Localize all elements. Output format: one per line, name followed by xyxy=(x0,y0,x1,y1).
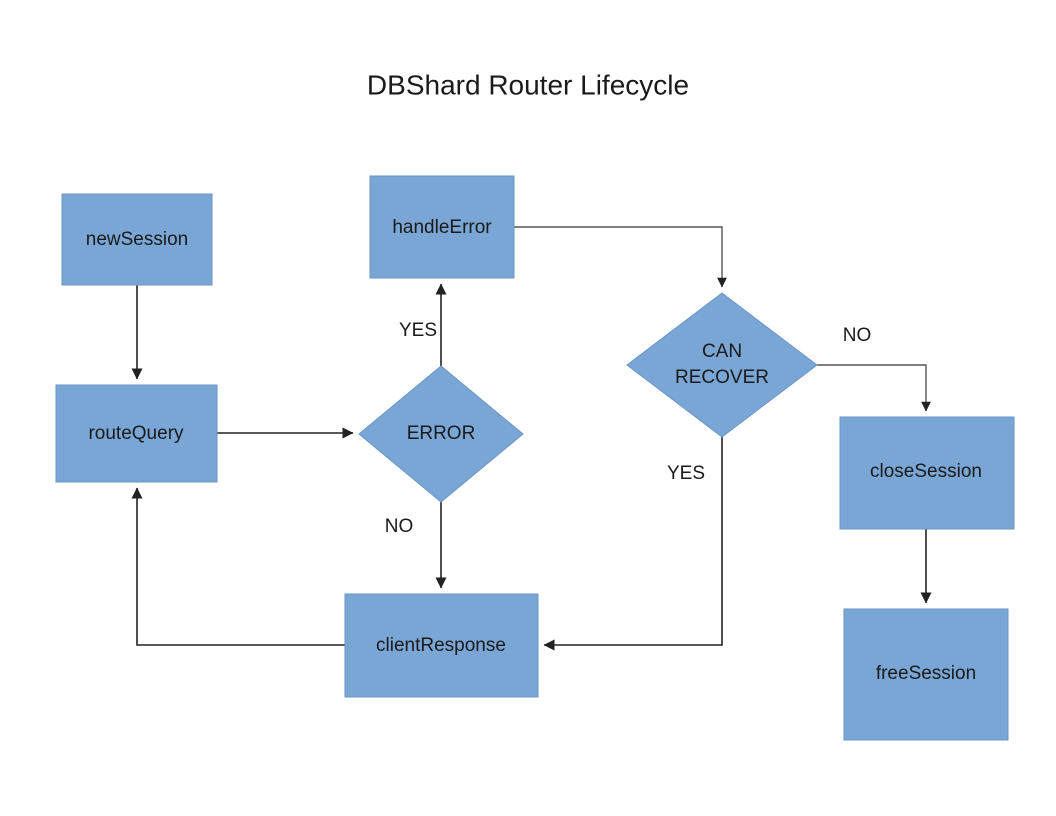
node-client-response-label: clientResponse xyxy=(376,635,506,656)
node-can-recover-decision-shape xyxy=(626,292,818,438)
node-new-session[interactable]: newSession xyxy=(61,193,213,286)
node-can-recover-decision[interactable]: CAN RECOVER xyxy=(626,292,818,438)
node-handle-error-shape xyxy=(369,175,515,279)
node-free-session[interactable]: freeSession xyxy=(843,608,1009,741)
node-handle-error[interactable]: handleError xyxy=(369,175,515,279)
edge-can-recover-yes-to-client-response xyxy=(543,437,723,651)
node-route-query-label: routeQuery xyxy=(88,423,184,444)
node-can-recover-decision-label-line2: RECOVER xyxy=(675,367,769,388)
node-can-recover-decision-label-line1: CAN xyxy=(702,341,742,362)
node-error-decision-label: ERROR xyxy=(407,423,476,444)
edge-label-error-no: NO xyxy=(385,516,414,537)
node-new-session-label: newSession xyxy=(86,229,188,250)
node-close-session-label: closeSession xyxy=(870,461,982,482)
edge-label-recover-no: NO xyxy=(843,325,872,346)
node-error-decision-shape xyxy=(358,365,524,503)
node-close-session[interactable]: closeSession xyxy=(839,416,1015,530)
edge-label-error-yes: YES xyxy=(399,320,437,341)
node-client-response-shape xyxy=(344,593,539,698)
page-title: DBShard Router Lifecycle xyxy=(367,69,689,100)
edge-label-recover-yes: YES xyxy=(667,463,705,484)
node-error-decision[interactable]: ERROR xyxy=(358,365,524,503)
node-handle-error-label: handleError xyxy=(392,217,492,238)
node-client-response[interactable]: clientResponse xyxy=(344,593,539,698)
node-close-session-shape xyxy=(839,416,1015,530)
edge-client-response-to-route-query xyxy=(131,487,345,646)
node-route-query[interactable]: routeQuery xyxy=(55,384,218,483)
edge-handle-error-to-can-recover xyxy=(514,226,727,288)
node-free-session-shape xyxy=(843,608,1009,741)
node-free-session-label: freeSession xyxy=(876,663,976,684)
edge-can-recover-no-to-close-session xyxy=(817,364,931,412)
node-route-query-shape xyxy=(55,384,218,483)
node-new-session-shape xyxy=(61,193,213,286)
